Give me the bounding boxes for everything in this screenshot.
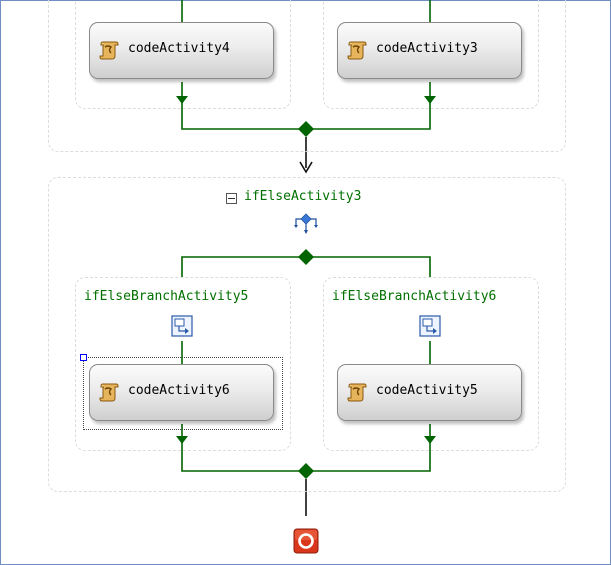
code-activity-4[interactable]: codeActivity4 (89, 22, 274, 79)
code-activity-5[interactable]: codeActivity5 (337, 364, 522, 421)
selection-handle[interactable] (80, 354, 87, 361)
activity-label: codeActivity4 (128, 41, 230, 56)
scroll-icon (99, 383, 119, 402)
ifelse-activity-container[interactable] (48, 177, 566, 492)
activity-label: codeActivity6 (128, 383, 230, 398)
collapse-minus-icon[interactable] (226, 193, 237, 204)
ifelse-branch-right-container[interactable] (323, 277, 539, 451)
workflow-end-icon (293, 528, 319, 554)
ifelse-icon (294, 213, 318, 234)
branch-right-title: ifElseBranchActivity6 (332, 289, 497, 304)
branch-icon (171, 315, 193, 337)
branch-left-title: ifElseBranchActivity5 (84, 289, 249, 304)
activity-label: codeActivity3 (376, 41, 478, 56)
scroll-icon (99, 41, 119, 60)
code-activity-6[interactable]: codeActivity6 (89, 364, 274, 421)
scroll-icon (347, 383, 367, 402)
selection-outline (83, 357, 283, 430)
branch-icon (419, 315, 441, 337)
top-outer-container (48, 0, 566, 152)
top-right-branch-container (323, 0, 539, 109)
ifelse-branch-left-container[interactable] (75, 277, 291, 451)
scroll-icon (347, 41, 367, 60)
top-left-branch-container (75, 0, 291, 109)
ifelse-activity-title: ifElseActivity3 (244, 189, 362, 204)
activity-label: codeActivity5 (376, 383, 478, 398)
code-activity-3[interactable]: codeActivity3 (337, 22, 522, 79)
